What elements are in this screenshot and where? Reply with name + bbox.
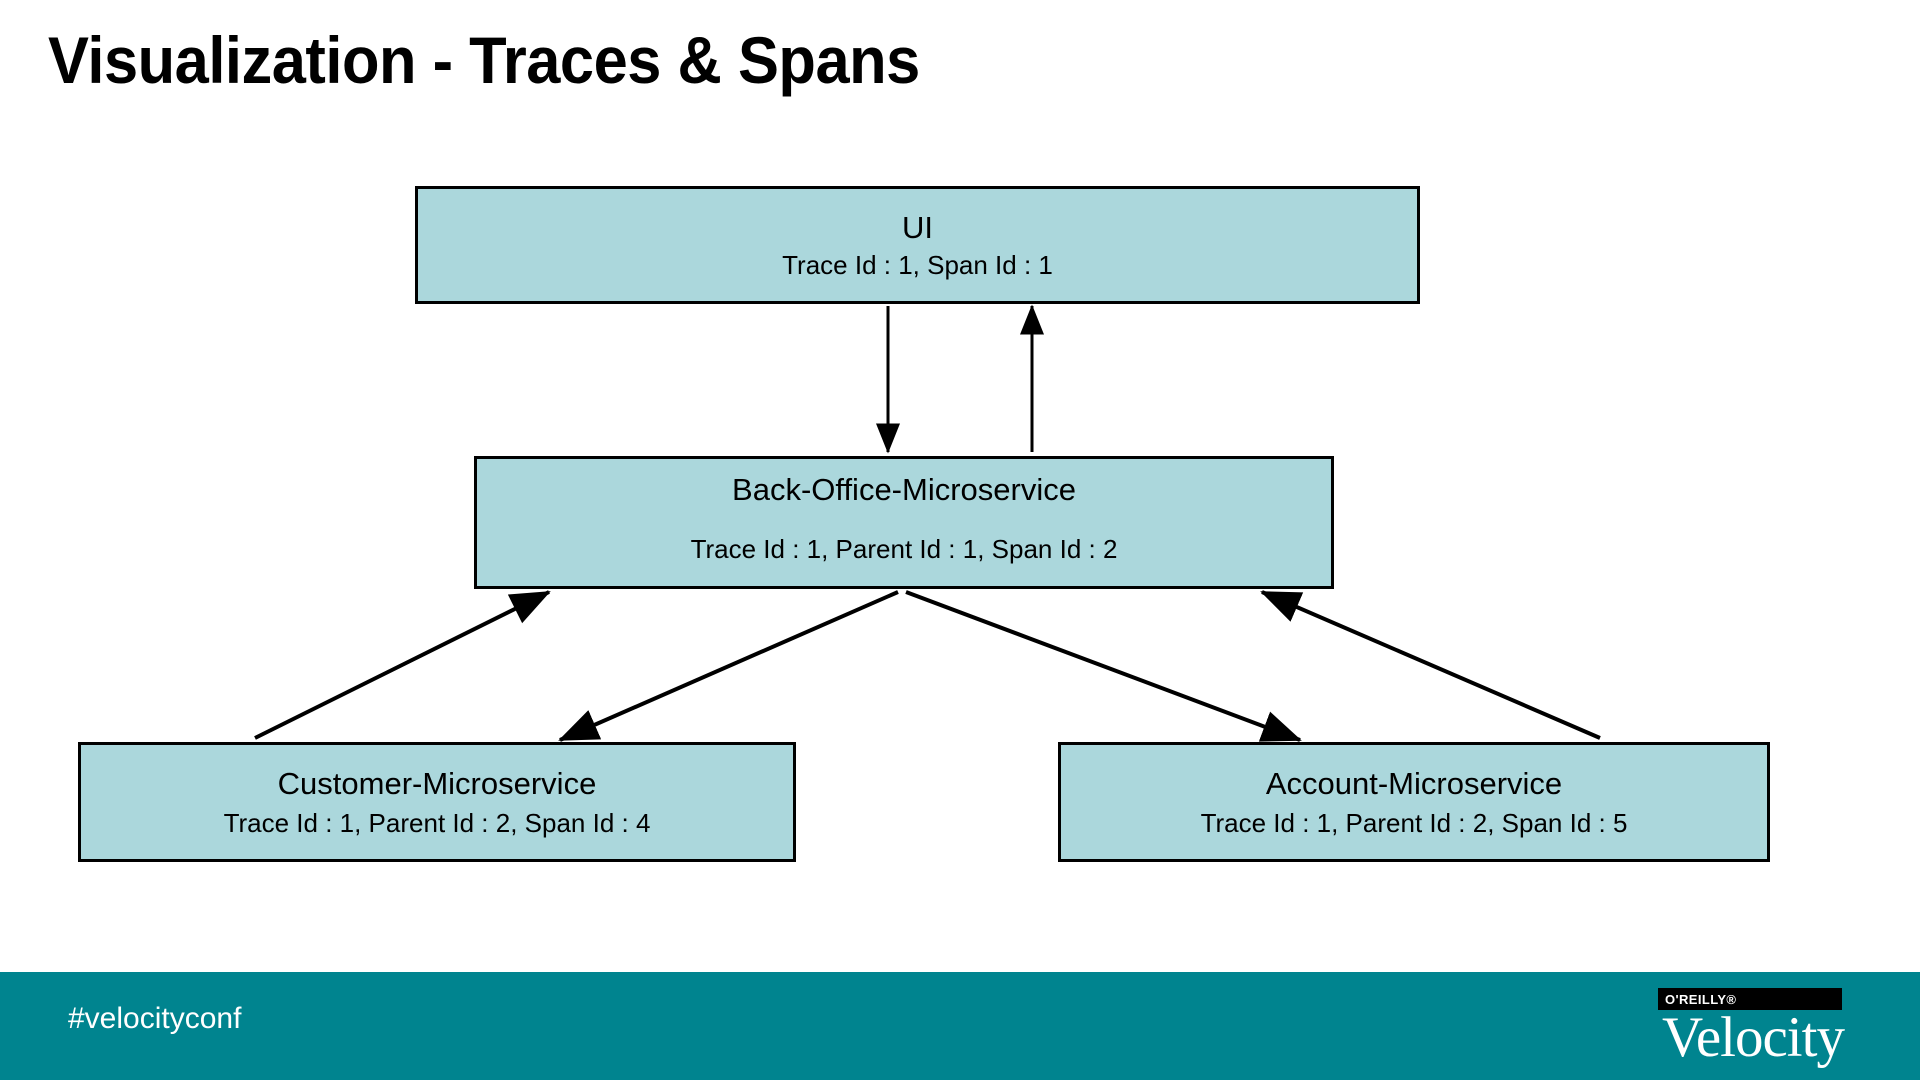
edge-backoffice-to-account <box>905 590 1302 742</box>
node-ui-subtitle: Trace Id : 1, Span Id : 1 <box>782 249 1053 280</box>
node-ui-title: UI <box>902 209 933 245</box>
node-back-office-title: Back-Office-Microservice <box>732 472 1076 507</box>
oreilly-logo-bar: O'REILLY® <box>1658 988 1842 1010</box>
node-account-title: Account-Microservice <box>1265 765 1563 801</box>
node-back-office-microservice[interactable]: Back-Office-Microservice Trace Id : 1, P… <box>474 456 1334 589</box>
oreilly-velocity-logo: O'REILLY® Velocity <box>1658 988 1845 1069</box>
conference-hashtag: #velocityconf <box>68 1002 242 1035</box>
edge-account-to-backoffice <box>1260 590 1601 740</box>
node-account-subtitle: Trace Id : 1, Parent Id : 2, Span Id : 5 <box>1200 807 1628 838</box>
page-title: Visualization - Traces & Spans <box>48 23 920 97</box>
edge-backoffice-to-customer <box>558 590 899 742</box>
node-customer-subtitle: Trace Id : 1, Parent Id : 2, Span Id : 4 <box>223 807 651 838</box>
node-back-office-subtitle: Trace Id : 1, Parent Id : 1, Span Id : 2 <box>690 534 1118 565</box>
trace-span-diagram: UI Trace Id : 1, Span Id : 1 Back-Office… <box>78 186 1770 862</box>
edge-customer-to-backoffice <box>254 590 551 740</box>
footer-bar: #velocityconf O'REILLY® Velocity <box>0 972 1920 1080</box>
node-account-microservice[interactable]: Account-Microservice Trace Id : 1, Paren… <box>1058 742 1770 862</box>
node-customer-title: Customer-Microservice <box>277 765 597 801</box>
oreilly-wordmark: O'REILLY® <box>1665 991 1737 1007</box>
node-ui[interactable]: UI Trace Id : 1, Span Id : 1 <box>415 186 1420 304</box>
node-customer-microservice[interactable]: Customer-Microservice Trace Id : 1, Pare… <box>78 742 796 862</box>
velocity-wordmark: Velocity <box>1662 1006 1845 1069</box>
